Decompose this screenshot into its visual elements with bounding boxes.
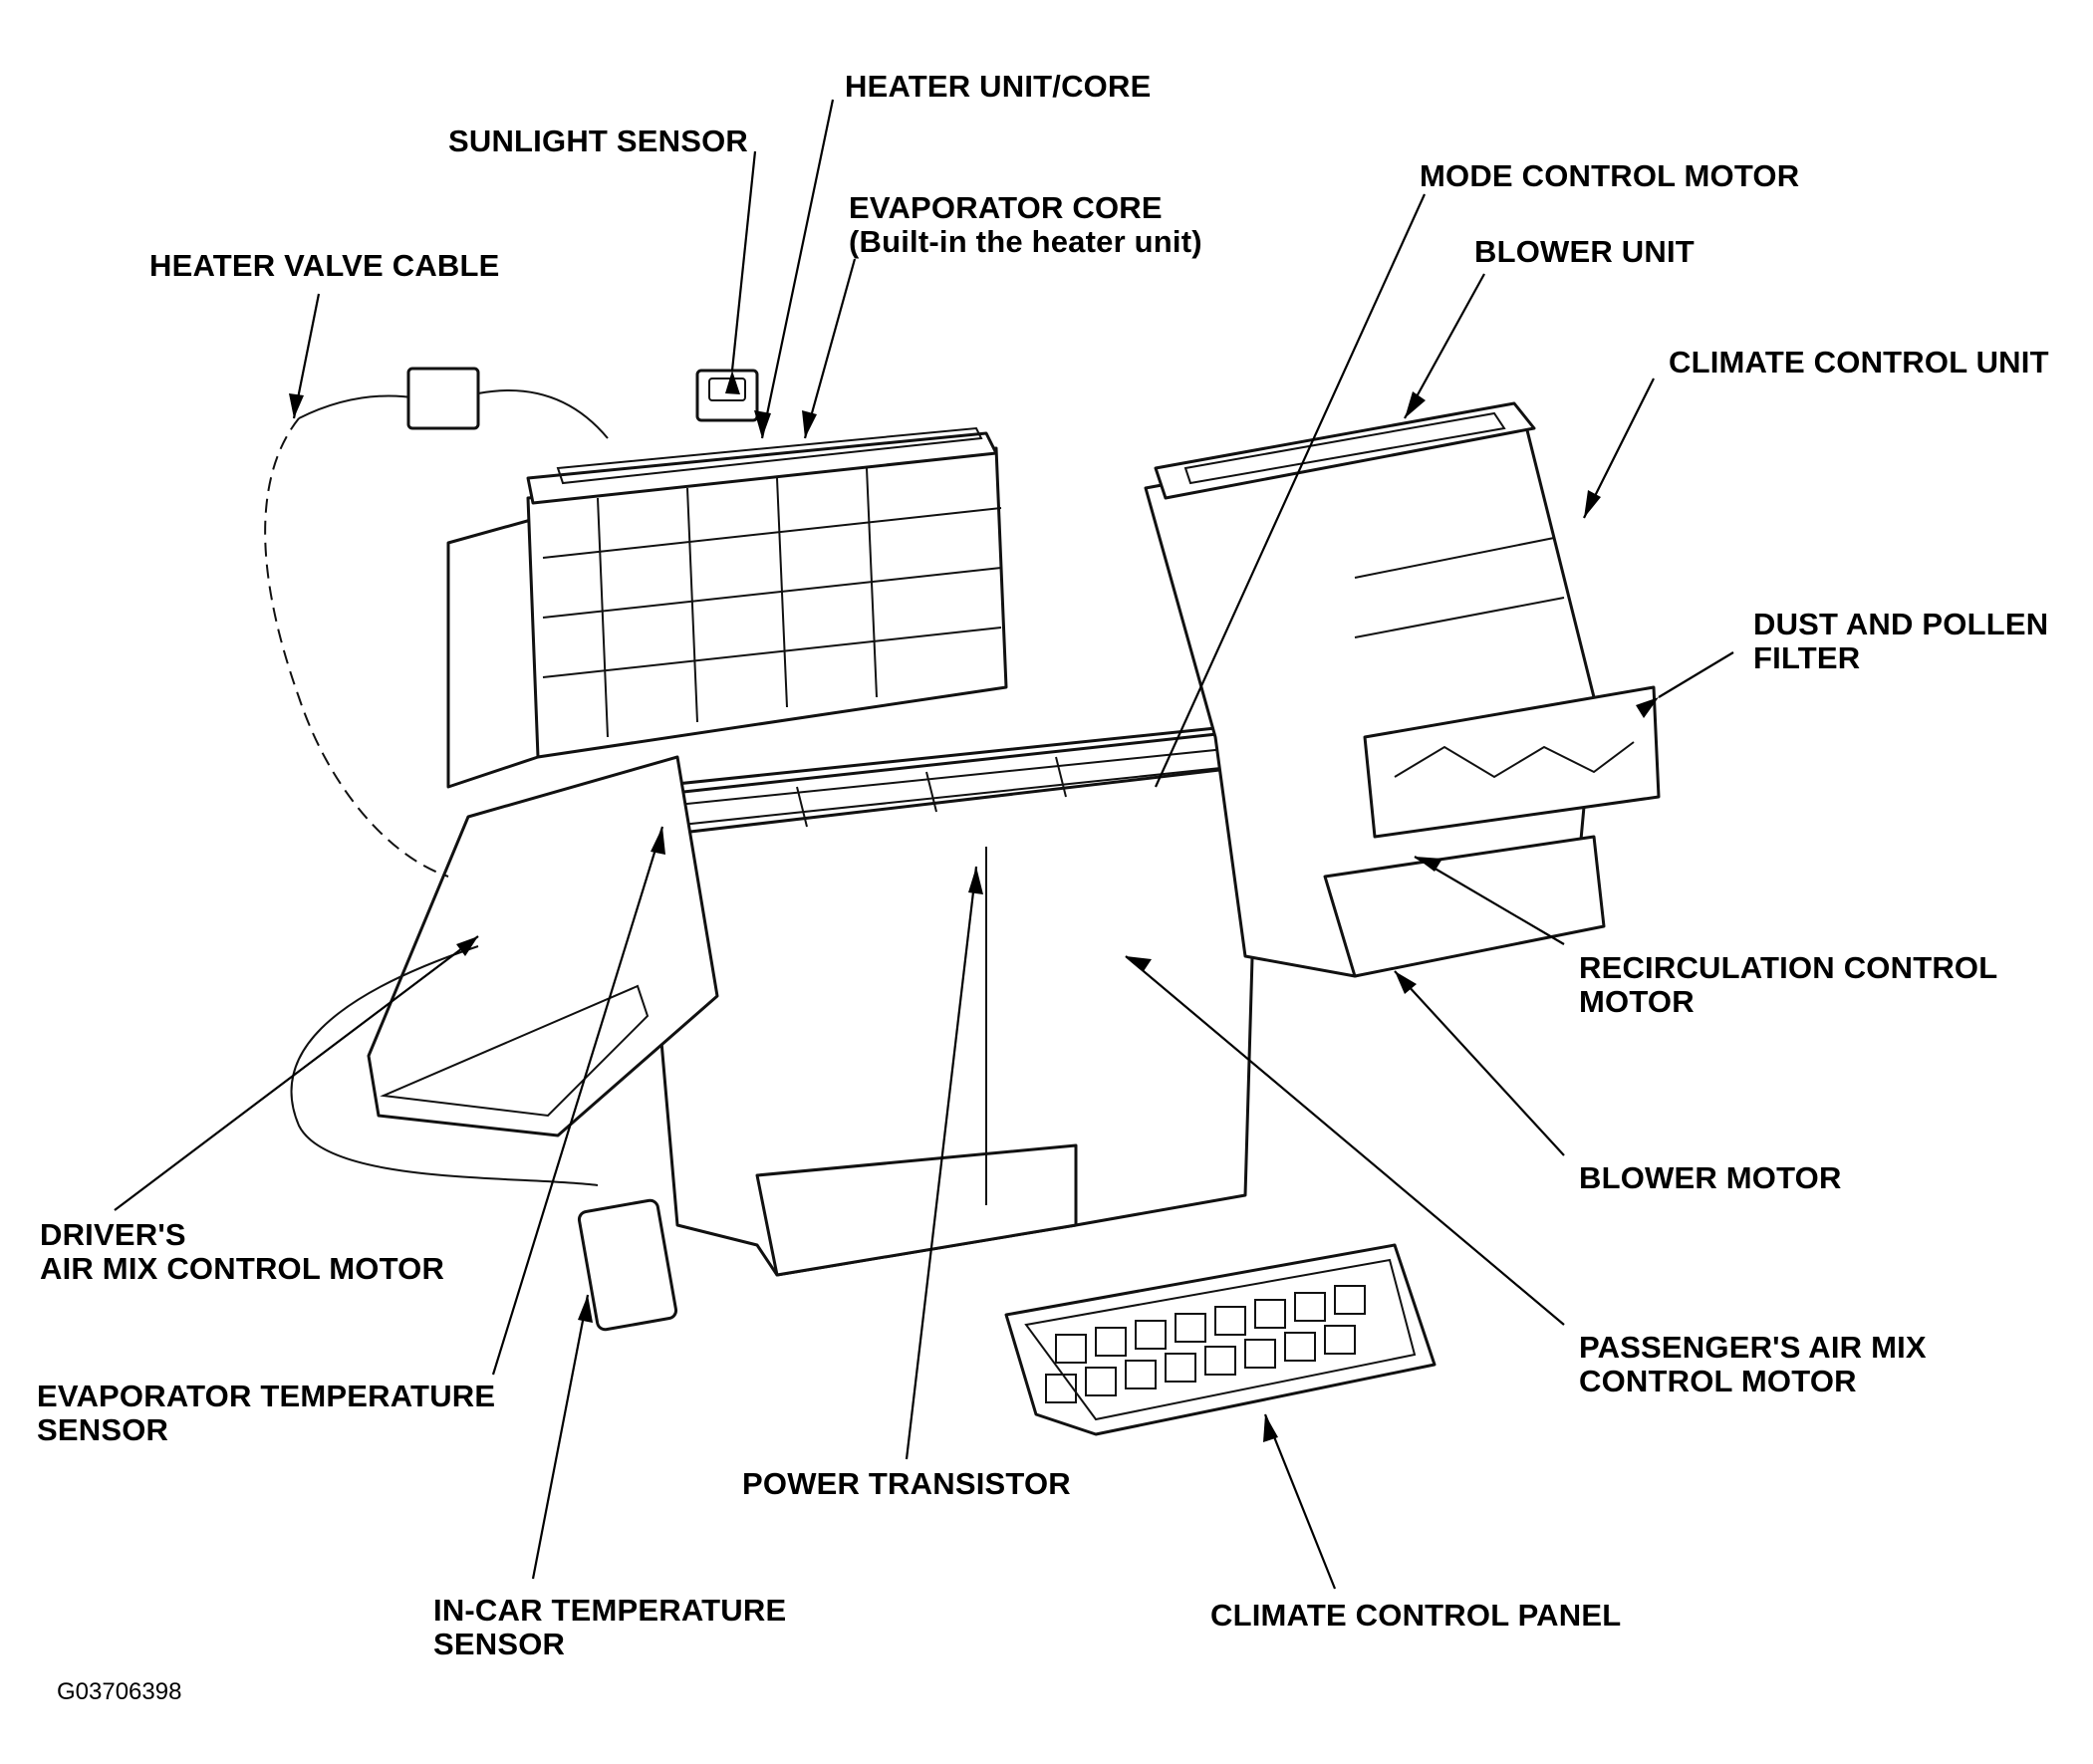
label-evaporator-core: EVAPORATOR CORE(Built-in the heater unit… [849, 190, 1202, 259]
panel-button-shape [1214, 1306, 1246, 1336]
panel-button-shape [1165, 1353, 1196, 1383]
panel-button-shape [1045, 1374, 1077, 1403]
label-heater-unit-core: HEATER UNIT/CORE [845, 69, 1152, 104]
leader-lines [114, 99, 1734, 1590]
panel-button-shape [1095, 1327, 1127, 1357]
panel-button-shape [1244, 1339, 1276, 1369]
label-heater-valve-cable: HEATER VALVE CABLE [149, 248, 500, 283]
panel-button-shape [1055, 1334, 1087, 1364]
main-housing-drawing [636, 725, 1257, 1277]
sunlight-sensor-drawing [695, 369, 759, 422]
panel-button-shape [1324, 1325, 1356, 1355]
heater-unit-drawing [446, 426, 1008, 789]
panel-button-shape [1334, 1285, 1366, 1315]
label-mode-control-motor: MODE CONTROL MOTOR [1420, 158, 1800, 193]
panel-button-shape [1135, 1320, 1167, 1350]
panel-button-shape [1294, 1292, 1326, 1322]
in-car-sensor-harness-drawing [290, 945, 678, 1332]
leader-arrowheads [289, 371, 1659, 1442]
panel-button-shape [1254, 1299, 1286, 1329]
label-power-transistor: POWER TRANSISTOR [742, 1466, 1071, 1501]
climate-control-panel-drawing [1004, 1243, 1437, 1436]
driver-duct-drawing [367, 755, 719, 1137]
panel-button-shape [1284, 1332, 1316, 1362]
label-climate-control-panel: CLIMATE CONTROL PANEL [1210, 1598, 1622, 1633]
label-sunlight-sensor: SUNLIGHT SENSOR [448, 124, 748, 158]
figure-code: G03706398 [57, 1678, 182, 1705]
panel-button-shape [1204, 1346, 1236, 1376]
panel-button-shape [1085, 1367, 1117, 1396]
heater-valve-cable-drawing [264, 367, 609, 878]
label-climate-control-unit: CLIMATE CONTROL UNIT [1669, 345, 2049, 379]
label-blower-motor: BLOWER MOTOR [1579, 1160, 1842, 1195]
panel-button-shape [1125, 1360, 1157, 1389]
label-blower-unit: BLOWER UNIT [1474, 234, 1695, 269]
panel-button-shape [1175, 1313, 1206, 1343]
blower-unit-drawing [1144, 401, 1661, 978]
